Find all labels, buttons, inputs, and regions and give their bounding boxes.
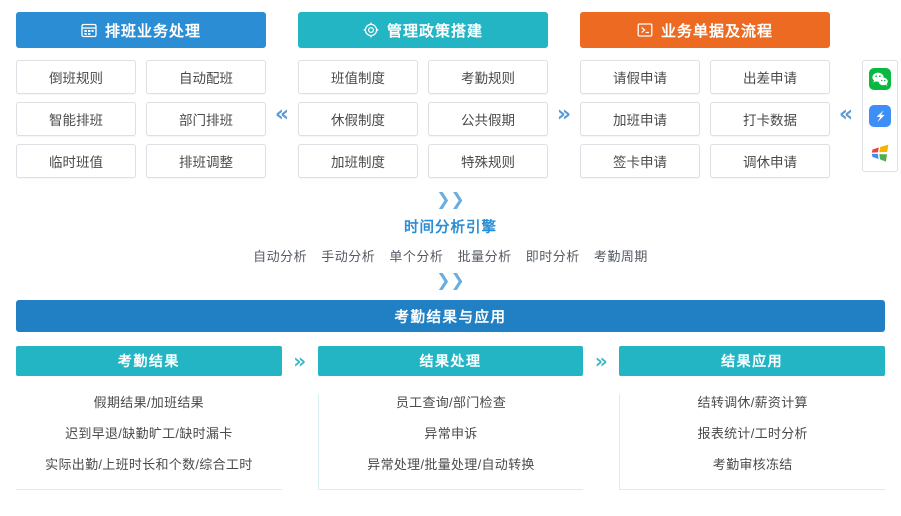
engine-tag: 单个分析 <box>389 249 444 264</box>
app-icon-strip <box>862 60 898 172</box>
result-header-application[interactable]: 结果应用 <box>619 346 886 376</box>
module-cell[interactable]: 特殊规则 <box>428 144 548 178</box>
module-title-scheduling: 排班业务处理 <box>104 22 201 40</box>
result-column-processing: 结果处理 员工查询/部门检查 异常申诉 异常处理/批量处理/自动转换 <box>317 346 584 490</box>
result-line: 迟到早退/缺勤旷工/缺时漏卡 <box>65 426 233 441</box>
chevron-right-icon-bottom-2: » <box>594 349 608 373</box>
bottom-modules-row: 考勤结果 假期结果/加班结果 迟到早退/缺勤旷工/缺时漏卡 实际出勤/上班时长和… <box>0 332 901 490</box>
result-line: 结转调休/薪资计算 <box>697 395 808 410</box>
result-line: 假期结果/加班结果 <box>93 395 204 410</box>
chevron-right-icon-separator-2: » <box>556 102 572 127</box>
result-header-results[interactable]: 考勤结果 <box>16 346 282 376</box>
module-cell[interactable]: 调休申请 <box>710 144 830 178</box>
result-line: 报表统计/工时分析 <box>697 426 808 441</box>
top-modules-row: 排班业务处理 倒班规则 自动配班 智能排班 部门排班 临时班值 排班调整 « <box>0 0 901 178</box>
module-header-documents[interactable]: 业务单据及流程 <box>580 12 830 48</box>
module-column-policy: 管理政策搭建 班值制度 考勤规则 休假制度 公共假期 加班制度 特殊规则 <box>298 12 548 178</box>
wechat-icon[interactable] <box>869 68 891 90</box>
result-body-results: 假期结果/加班结果 迟到早退/缺勤旷工/缺时漏卡 实际出勤/上班时长和个数/综合… <box>16 394 282 490</box>
module-cell[interactable]: 公共假期 <box>428 102 548 136</box>
time-analysis-engine-section: ❯❯ 时间分析引擎 自动分析 手动分析 单个分析 批量分析 即时分析 考勤周期 … <box>0 192 901 290</box>
module-cell[interactable]: 智能排班 <box>16 102 136 136</box>
module-cells-documents: 请假申请 出差申请 加班申请 打卡数据 签卡申请 调休申请 <box>580 60 830 178</box>
result-column-results: 考勤结果 假期结果/加班结果 迟到早退/缺勤旷工/缺时漏卡 实际出勤/上班时长和… <box>16 346 282 490</box>
engine-tag: 自动分析 <box>253 249 308 264</box>
result-line: 员工查询/部门检查 <box>395 395 507 410</box>
module-cell[interactable]: 班值制度 <box>298 60 418 94</box>
module-cell[interactable]: 倒班规则 <box>16 60 136 94</box>
module-title-policy: 管理政策搭建 <box>386 22 483 40</box>
module-header-scheduling[interactable]: 排班业务处理 <box>16 12 266 48</box>
module-cells-policy: 班值制度 考勤规则 休假制度 公共假期 加班制度 特殊规则 <box>298 60 548 178</box>
chevron-left-icon-separator-1: « <box>274 102 290 127</box>
module-cell[interactable]: 签卡申请 <box>580 144 700 178</box>
module-cell[interactable]: 部门排班 <box>146 102 266 136</box>
result-line: 考勤审核冻结 <box>712 457 793 472</box>
chevron-right-icon-bottom-1: » <box>293 349 307 373</box>
engine-tag: 手动分析 <box>321 249 376 264</box>
module-cell[interactable]: 请假申请 <box>580 60 700 94</box>
module-cell[interactable]: 临时班值 <box>16 144 136 178</box>
result-line: 异常申诉 <box>424 426 478 441</box>
app-icon-strip-wrapper <box>862 12 901 172</box>
engine-title: 时间分析引擎 <box>404 220 497 236</box>
chevron-down-icon-bottom: ❯❯ <box>436 271 465 291</box>
calendar-icon <box>81 22 97 38</box>
result-body-processing: 员工查询/部门检查 异常申诉 异常处理/批量处理/自动转换 <box>317 394 584 490</box>
dingtalk-icon[interactable] <box>869 105 891 127</box>
module-header-policy[interactable]: 管理政策搭建 <box>298 12 548 48</box>
result-line: 异常处理/批量处理/自动转换 <box>367 457 535 472</box>
engine-tag-list: 自动分析 手动分析 单个分析 批量分析 即时分析 考勤周期 <box>0 246 901 265</box>
module-cell[interactable]: 出差申请 <box>710 60 830 94</box>
module-cells-scheduling: 倒班规则 自动配班 智能排班 部门排班 临时班值 排班调整 <box>16 60 266 178</box>
module-column-documents: 业务单据及流程 请假申请 出差申请 加班申请 打卡数据 签卡申请 调休申请 <box>580 12 830 178</box>
results-banner: 考勤结果与应用 <box>16 300 885 332</box>
form-icon <box>637 22 653 38</box>
gear-icon <box>363 22 379 38</box>
chevron-down-icon-top: ❯❯ <box>436 190 465 210</box>
windows-icon[interactable] <box>869 142 891 164</box>
module-cell[interactable]: 加班制度 <box>298 144 418 178</box>
result-line: 实际出勤/上班时长和个数/综合工时 <box>45 457 253 472</box>
module-cell[interactable]: 休假制度 <box>298 102 418 136</box>
result-column-application: 结果应用 结转调休/薪资计算 报表统计/工时分析 考勤审核冻结 <box>619 346 886 490</box>
engine-tag: 批量分析 <box>457 249 512 264</box>
engine-tag: 考勤周期 <box>593 249 648 264</box>
module-cell[interactable]: 加班申请 <box>580 102 700 136</box>
result-header-processing[interactable]: 结果处理 <box>317 346 584 376</box>
engine-tag: 即时分析 <box>525 249 580 264</box>
module-column-scheduling: 排班业务处理 倒班规则 自动配班 智能排班 部门排班 临时班值 排班调整 <box>16 12 266 178</box>
module-cell[interactable]: 打卡数据 <box>710 102 830 136</box>
module-cell[interactable]: 考勤规则 <box>428 60 548 94</box>
chevron-left-icon-separator-3: « <box>838 102 854 127</box>
module-cell[interactable]: 自动配班 <box>146 60 266 94</box>
result-body-application: 结转调休/薪资计算 报表统计/工时分析 考勤审核冻结 <box>619 394 886 490</box>
module-cell[interactable]: 排班调整 <box>146 144 266 178</box>
module-title-documents: 业务单据及流程 <box>660 22 773 40</box>
